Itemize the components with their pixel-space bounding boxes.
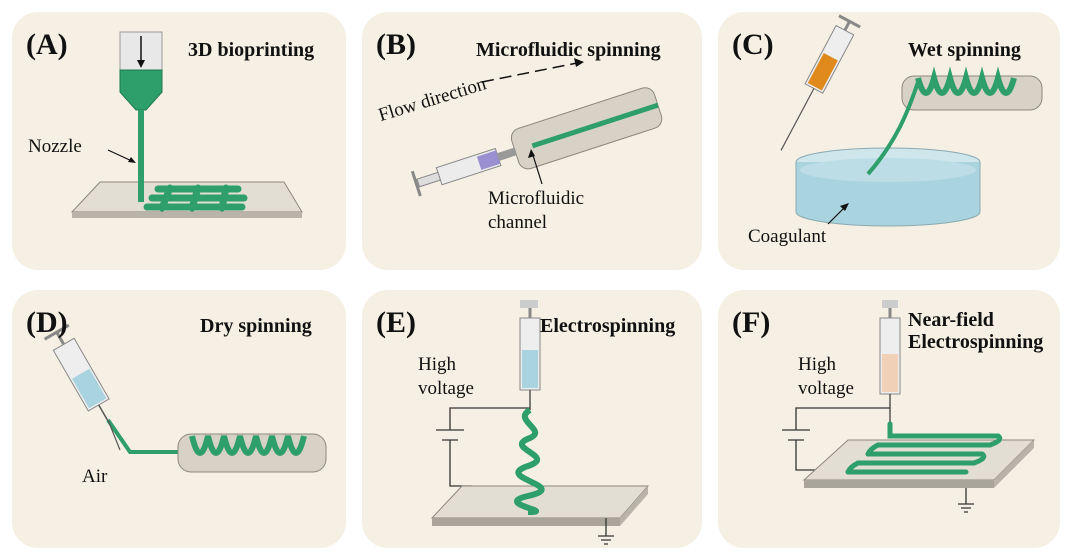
pointer-arrow-icon xyxy=(128,157,136,163)
fiber-jet xyxy=(514,407,545,515)
ground-icon xyxy=(598,518,614,545)
panel-near-field-electrospinning: (F) Near-field Electrospinning High volt… xyxy=(718,290,1060,548)
printed-scaffold xyxy=(143,184,248,212)
panel-3d-bioprinting: (A) 3D bioprinting Nozzle xyxy=(12,12,346,270)
panel-letter: (D) xyxy=(26,306,68,339)
fiber-coil xyxy=(189,435,307,456)
ground-icon xyxy=(958,488,974,513)
panel-letter: (B) xyxy=(376,28,416,61)
voltage-label-line2: voltage xyxy=(798,378,854,399)
fiber-stream xyxy=(531,102,659,149)
panel-dry-spinning: (D) Dry spinning Air xyxy=(12,290,346,548)
panel-title: Dry spinning xyxy=(200,315,312,337)
aligned-fibers xyxy=(845,421,1003,475)
wet-spinning-illustration xyxy=(780,14,1043,227)
panel-letter: (F) xyxy=(732,306,771,339)
panel-electrospinning: (E) Electrospinning High voltage xyxy=(362,290,702,548)
air-label: Air xyxy=(82,466,108,487)
power-circuit xyxy=(436,407,530,487)
panel-letter: (C) xyxy=(732,28,774,61)
dry-spinning-illustration xyxy=(43,323,327,473)
voltage-label-line1: High xyxy=(418,354,456,375)
voltage-label-line2: voltage xyxy=(418,378,474,399)
pointer-arrow-icon xyxy=(528,149,535,158)
nozzle-label: Nozzle xyxy=(28,136,82,157)
nozzle-tip xyxy=(138,110,144,202)
channel-label-line2: channel xyxy=(488,212,548,233)
panel-title-line1: Near-field xyxy=(908,309,994,331)
voltage-label-line1: High xyxy=(798,354,836,375)
panel-title: Microfluidic spinning xyxy=(476,39,661,61)
flow-arrow-icon xyxy=(574,58,584,67)
microfluidic-illustration xyxy=(410,58,663,197)
bioprinting-illustration xyxy=(70,31,303,218)
near-field-illustration xyxy=(782,300,1036,513)
panel-title-line2: Electrospinning xyxy=(908,331,1044,353)
coagulant-label: Coagulant xyxy=(748,226,827,247)
fiber-coil xyxy=(915,66,1017,96)
panel-title: Electrospinning xyxy=(540,315,676,337)
panel-wet-spinning: (C) Wet spinning Coagulant xyxy=(718,12,1060,270)
power-circuit xyxy=(782,407,890,471)
panel-microfluidic-spinning: (B) Microfluidic spinning Flow direction… xyxy=(362,12,702,270)
pointer-arrow-icon xyxy=(840,203,849,211)
channel-label-line1: Microfluidic xyxy=(488,188,585,209)
panel-letter: (A) xyxy=(26,28,68,61)
nozzle-body xyxy=(119,69,163,111)
panel-title: 3D bioprinting xyxy=(188,39,315,61)
down-arrow-icon xyxy=(137,60,145,68)
panel-letter: (E) xyxy=(376,306,416,339)
electrospinning-illustration xyxy=(430,300,650,545)
panel-title: Wet spinning xyxy=(908,39,1021,61)
